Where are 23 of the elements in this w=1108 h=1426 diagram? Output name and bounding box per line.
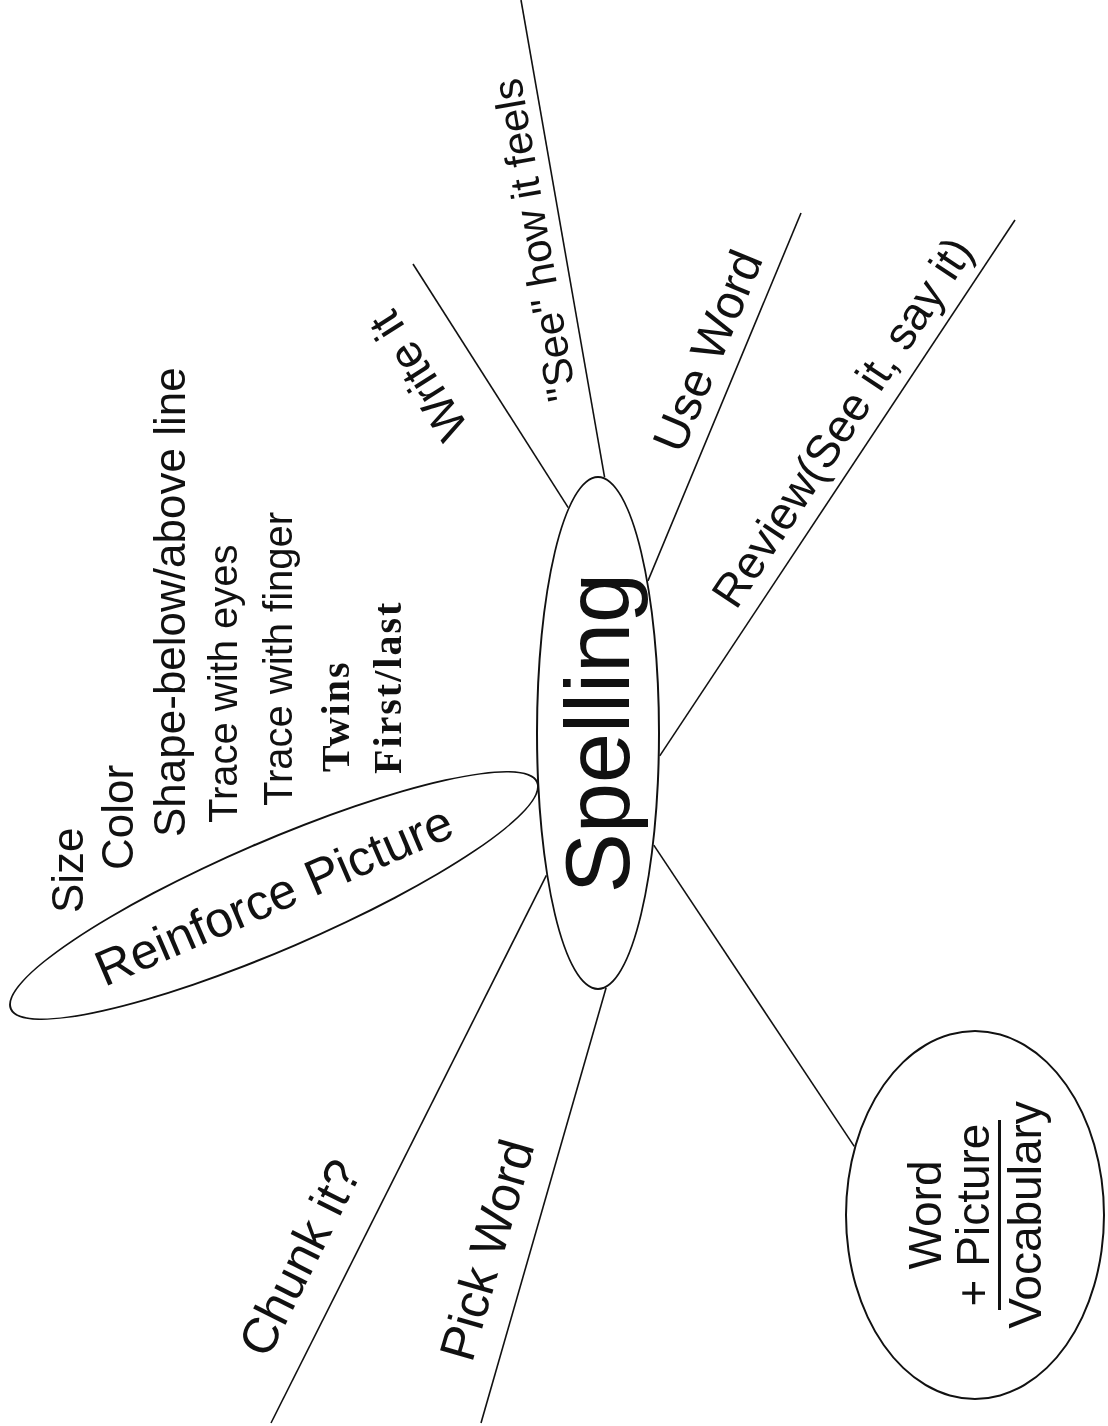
list-item-text: Size — [46, 827, 90, 913]
list-item-text: Shape-below/above line — [148, 367, 192, 837]
branch-line — [658, 219, 1016, 757]
topic-text: + Picture — [949, 1119, 1001, 1311]
branch-line — [480, 987, 607, 1424]
edge-label: "See" how it feels — [486, 75, 584, 405]
list-item-text: First/last — [368, 600, 408, 774]
branch-line — [647, 212, 802, 582]
topic-ellipse — [536, 476, 660, 990]
topic-text: Word — [901, 1159, 950, 1272]
branch-line — [653, 844, 856, 1148]
branch-line — [520, 0, 606, 479]
branch-line — [270, 874, 548, 1424]
list-item-text: Trace with eyes — [203, 544, 243, 823]
topic-text: Spelling — [550, 571, 646, 896]
edge-label: Use Word — [645, 243, 771, 459]
list-item-text: Color — [96, 764, 140, 870]
topic-ellipse — [845, 1030, 1105, 1400]
branch-line — [412, 263, 569, 509]
list-item-text: Trace with finger — [258, 511, 298, 806]
edge-label: Pick Word — [431, 1134, 543, 1366]
topic-text: Vocabulary — [1000, 1100, 1049, 1331]
list-item-text: Twins — [316, 660, 356, 772]
